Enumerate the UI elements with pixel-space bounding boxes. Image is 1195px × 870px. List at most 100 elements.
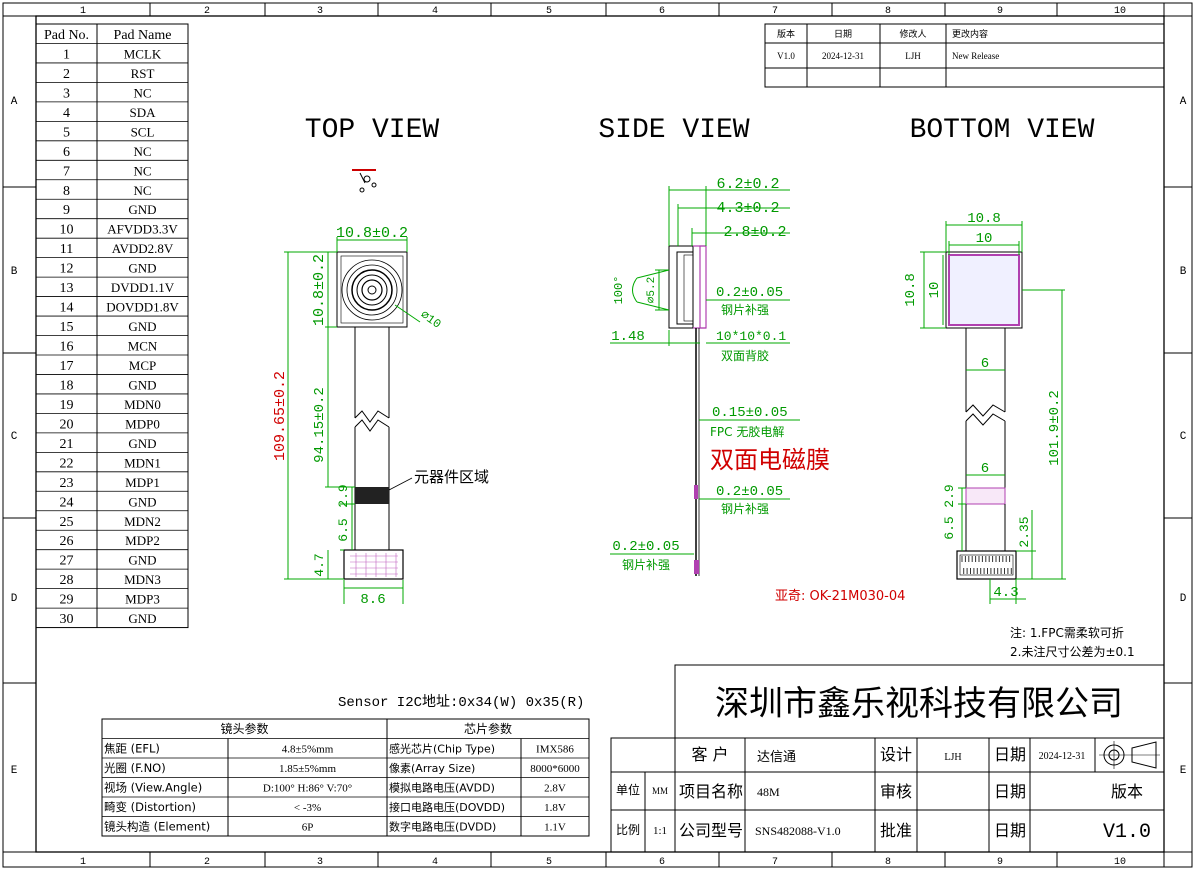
svg-text:单位: 单位 <box>616 782 640 797</box>
pad-number: 10 <box>60 223 74 238</box>
top-lens-body <box>336 251 408 328</box>
svg-text:日期: 日期 <box>994 782 1026 801</box>
col-label: 6 <box>659 6 665 17</box>
svg-text:V1.0: V1.0 <box>777 51 795 61</box>
projection-symbol-icon <box>1099 741 1160 769</box>
side-stiffener-2 <box>694 485 698 499</box>
bottom-dim-235: 2.35 <box>1017 516 1032 547</box>
svg-text:修改人: 修改人 <box>899 28 926 40</box>
revision-table: 版本 日期 修改人 更改内容 V1.0 2024-12-31 LJH New R… <box>764 23 1165 88</box>
column-labels-top: 1 2 3 4 5 6 7 8 9 10 <box>80 6 1126 17</box>
param-label: 光圈 (F.NO) <box>104 761 166 775</box>
param-label: 感光芯片(Chip Type) <box>389 742 495 756</box>
pad-name: MDP1 <box>125 475 160 490</box>
pad-name: MDP0 <box>125 416 160 431</box>
top-view-title: TOP VIEW <box>305 115 440 146</box>
pad-number: 27 <box>60 554 74 569</box>
svg-text:V1.0: V1.0 <box>1103 821 1151 844</box>
row-label: A <box>11 96 18 108</box>
side-stiff2-label: 钢片补强 <box>721 502 769 516</box>
param-value: IMX586 <box>536 744 574 756</box>
pad-number: 23 <box>60 476 74 491</box>
row-labels-left: A B C D E <box>11 96 18 777</box>
bottom-dim-43: 4.3 <box>993 585 1018 601</box>
pad-name: NC <box>133 85 151 100</box>
param-value: D:100° H:86° V:70° <box>263 783 352 795</box>
row-label: B <box>1180 266 1187 278</box>
pad-name: MCP <box>129 358 156 373</box>
pad-name: MDN2 <box>124 514 161 529</box>
bottom-dim-6b: 6 <box>981 461 989 477</box>
pad-number: 5 <box>63 125 70 140</box>
pad-name: MDN3 <box>124 572 161 587</box>
col-label: 7 <box>772 857 778 868</box>
svg-text:版本: 版本 <box>777 28 795 40</box>
pad-number: 7 <box>63 164 70 179</box>
view-titles: TOP VIEW SIDE VIEW BOTTOM VIEW <box>305 115 1095 146</box>
note-1: 注: 1.FPC需柔软可折 <box>1010 625 1124 640</box>
lens-param-header: 镜头参数 <box>220 721 268 736</box>
svg-text:日期: 日期 <box>834 29 852 40</box>
bottom-dim-6a: 6 <box>981 356 989 372</box>
param-label: 接口电路电压(DOVDD) <box>389 801 505 814</box>
side-dim-angle: 100° <box>612 276 626 305</box>
col-label: 8 <box>885 6 891 17</box>
pad-name: SDA <box>129 105 156 120</box>
svg-text:项目名称: 项目名称 <box>679 782 743 801</box>
svg-text:日期: 日期 <box>994 821 1026 840</box>
col-label: 6 <box>659 857 665 868</box>
pad-number: 21 <box>60 437 74 452</box>
bottom-dim-10w: 10 <box>976 231 993 247</box>
param-value: 1.85±5%mm <box>279 763 337 775</box>
svg-text:版本: 版本 <box>1111 782 1143 801</box>
pad-name: AVDD2.8V <box>112 241 174 256</box>
bottom-dim-108h: 10.8 <box>903 273 919 307</box>
param-value: 2.8V <box>544 783 566 795</box>
pad-name: DOVDD1.8V <box>106 300 179 315</box>
pad-name: AFVDD3.3V <box>107 222 178 237</box>
title-block-small-labels: 单位 比例 <box>616 782 640 837</box>
top-dim-comp: 2.9 <box>336 484 351 507</box>
side-stiff3-dim: 0.2±0.05 <box>612 539 679 555</box>
pad-number: 17 <box>60 359 74 374</box>
row-label: D <box>1180 593 1187 605</box>
col-label: 1 <box>80 857 86 868</box>
svg-text:更改内容: 更改内容 <box>952 28 988 40</box>
pad-name: GND <box>128 319 156 334</box>
lens-barrel-circle <box>341 259 403 321</box>
pad-name: GND <box>128 611 156 626</box>
col-label: 4 <box>432 6 438 17</box>
pad-name: GND <box>128 436 156 451</box>
pad-name: MCLK <box>124 46 162 61</box>
orientation-mark <box>352 169 377 193</box>
title-block-values: 达信通 LJH 2024-12-31 MM 48M 1:1 SNS482088-… <box>652 750 1151 844</box>
top-connector <box>343 549 404 580</box>
side-tape-dim: 10*10*0.1 <box>716 329 786 344</box>
connector-part-label: 亚奇: OK-21M030-04 <box>775 588 905 604</box>
top-dim-conn: 4.7 <box>312 553 327 576</box>
pad-name: GND <box>128 202 156 217</box>
pad-number: 16 <box>60 340 74 355</box>
side-dim-43: 4.3±0.2 <box>716 200 779 217</box>
col-label: 3 <box>317 857 323 868</box>
pad-number: 22 <box>60 456 74 471</box>
side-tape-label: 双面背胶 <box>721 348 769 363</box>
bottom-dim-65: 6.5 <box>942 516 957 539</box>
bottom-dim-108w: 10.8 <box>967 211 1001 227</box>
col-label: 4 <box>432 857 438 868</box>
side-dim-dia: ⌀5.2 <box>646 277 658 303</box>
svg-text:比例: 比例 <box>616 823 640 837</box>
pad-number: 19 <box>60 398 74 413</box>
pad-number: 12 <box>60 262 74 277</box>
side-stiffener-1 <box>699 245 707 329</box>
param-value: 6P <box>302 822 314 834</box>
svg-text:审核: 审核 <box>880 782 912 801</box>
pad-header-no: Pad No. <box>44 28 89 43</box>
column-labels-bottom: 1 2 3 4 5 6 7 8 9 10 <box>80 857 1126 868</box>
side-dim-28: 2.8±0.2 <box>723 224 786 241</box>
col-label: 8 <box>885 857 891 868</box>
param-label: 数字电路电压(DVDD) <box>389 820 496 834</box>
param-label: 像素(Array Size) <box>389 762 475 775</box>
